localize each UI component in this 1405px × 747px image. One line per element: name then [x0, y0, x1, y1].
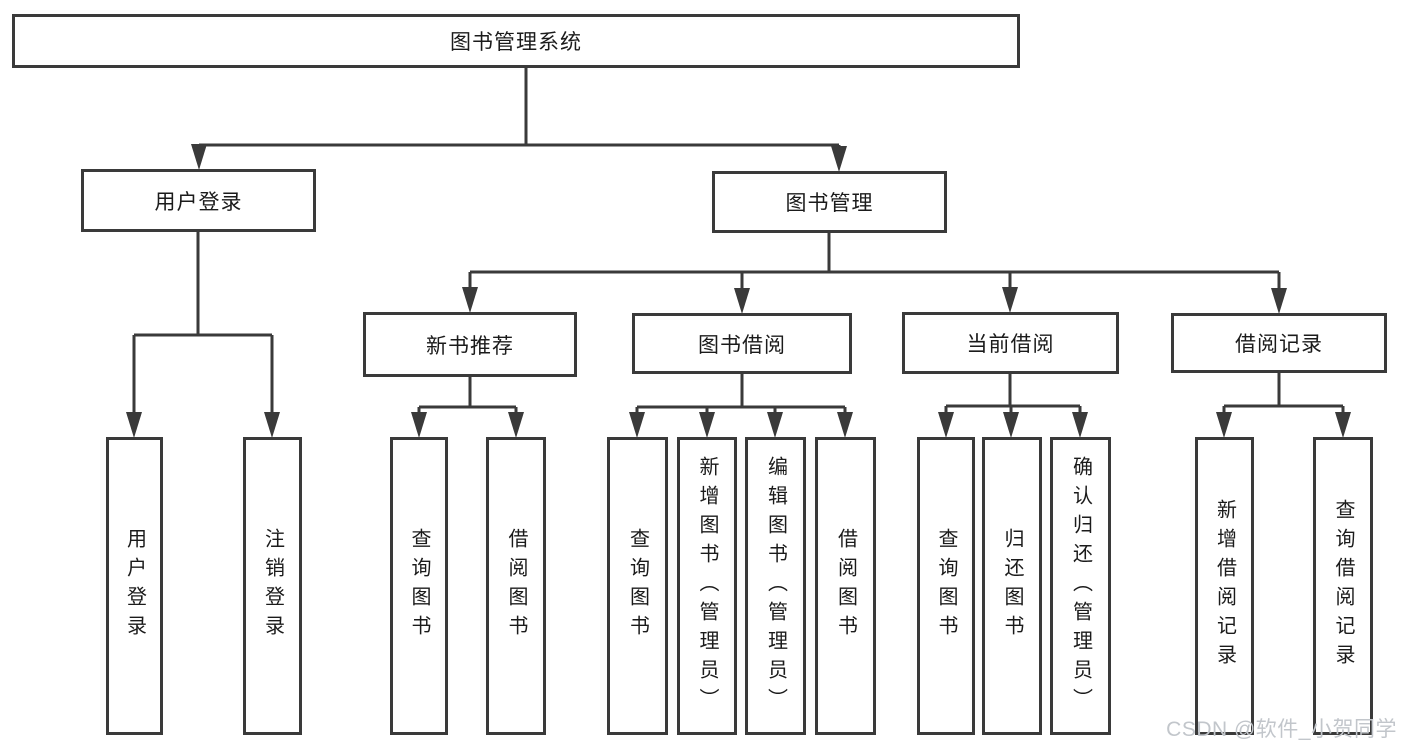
leaf-borrow-books: 借阅图书: [815, 437, 876, 735]
leaf-query-books: 查询图书: [607, 437, 668, 735]
node-user-login: 用户登录: [81, 169, 316, 232]
leaf-return-books: 归还图书: [982, 437, 1042, 735]
node-label: 查询借阅记录: [1332, 499, 1354, 673]
node-label: 用户登录: [123, 528, 146, 644]
leaf-query-borrow-record: 查询借阅记录: [1313, 437, 1373, 735]
leaf-add-borrow-record: 新增借阅记录: [1195, 437, 1254, 735]
node-current-borrowing: 当前借阅: [902, 312, 1119, 374]
node-label: 新增借阅记录: [1213, 499, 1236, 673]
leaf-edit-books-admin: 编辑图书（管理员）: [745, 437, 806, 735]
node-label: 图书管理系统: [450, 31, 582, 54]
leaf-add-books-admin: 新增图书（管理员）: [677, 437, 737, 735]
node-new-book-recommendation: 新书推荐: [363, 312, 577, 377]
leaf-query-books: 查询图书: [390, 437, 448, 735]
node-label: 注销登录: [261, 528, 284, 644]
leaf-borrow-books: 借阅图书: [486, 437, 546, 735]
node-label: 借阅图书: [505, 528, 527, 644]
node-label: 图书借阅: [698, 333, 786, 357]
arrowheads: [126, 144, 1351, 438]
node-book-borrowing: 图书借阅: [632, 313, 852, 374]
node-label: 确认归还（管理员）: [1069, 455, 1092, 717]
node-label: 查询图书: [626, 528, 649, 644]
node-label: 图书管理: [785, 192, 874, 215]
node-library-management-system: 图书管理系统: [12, 14, 1020, 68]
node-label: 归还图书: [1001, 528, 1023, 644]
node-label: 查询图书: [935, 528, 957, 644]
leaf-confirm-return-admin: 确认归还（管理员）: [1050, 437, 1111, 735]
csdn-watermark: CSDN @软件_小贺同学: [1166, 718, 1397, 741]
leaf-query-books: 查询图书: [917, 437, 975, 735]
node-label: 借阅图书: [834, 528, 857, 644]
node-label: 编辑图书（管理员）: [764, 455, 787, 717]
node-label: 新书推荐: [426, 334, 514, 358]
node-label: 借阅记录: [1235, 333, 1323, 356]
node-label: 当前借阅: [966, 333, 1055, 356]
node-book-management: 图书管理: [712, 171, 947, 233]
node-borrowing-records: 借阅记录: [1171, 313, 1387, 373]
node-label: 查询图书: [408, 528, 430, 644]
node-label: 新增图书（管理员）: [696, 455, 718, 717]
leaf-user-login: 用户登录: [106, 437, 163, 735]
node-label: 用户登录: [154, 190, 243, 214]
leaf-logout: 注销登录: [243, 437, 302, 735]
